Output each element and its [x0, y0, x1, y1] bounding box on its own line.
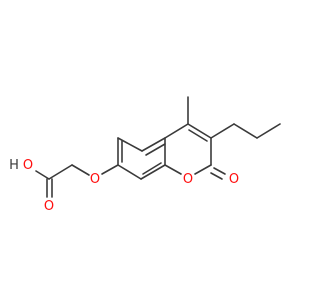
- bond-o1-c8a: [164, 164, 182, 175]
- benzene-ring: [117, 137, 166, 180]
- carbonyl-oxygen-label: O: [229, 172, 239, 187]
- bond-c8-c8a: [140, 164, 166, 180]
- bond-c8-c8a-inner: [142, 162, 162, 175]
- propyl-bond-1: [210, 123, 235, 139]
- hydroxyl-bond: [35, 170, 50, 180]
- carbonyl-bond-b: [210, 172, 223, 180]
- bond-c4a-c5-inner: [145, 143, 166, 156]
- bond-c5-c6: [117, 137, 143, 152]
- structure-diagram: O O O O O H: [9, 96, 281, 214]
- bond-c7-c8: [117, 164, 142, 180]
- ether-bond-ring-side: [101, 164, 119, 175]
- pyranone-ring: [164, 123, 212, 175]
- ether-bond-chain-side: [71, 164, 90, 176]
- carbonyl-bond-a: [213, 167, 226, 175]
- bond-c4a-c4: [164, 123, 189, 139]
- ring-oxygen-label: O: [183, 172, 193, 187]
- molecule-drawing: O O O O O H: [9, 96, 281, 214]
- atom-labels: O O O O O H: [9, 158, 239, 214]
- hydroxyl-oxygen-label: O: [23, 158, 33, 173]
- bond-c2-o1: [194, 164, 212, 175]
- substituents: [35, 96, 281, 198]
- acid-carbonyl-oxygen-label: O: [44, 199, 54, 214]
- bond-c4a-c5: [141, 137, 166, 152]
- bond-c4-c3-inner: [188, 129, 208, 142]
- hydroxyl-hydrogen-label: H: [9, 158, 19, 173]
- bond-c4-c3: [187, 123, 212, 139]
- ether-oxygen-label: O: [90, 172, 100, 187]
- propyl-bond-2: [233, 123, 258, 139]
- ch2-bond: [48, 164, 73, 180]
- propyl-bond-3: [256, 123, 281, 139]
